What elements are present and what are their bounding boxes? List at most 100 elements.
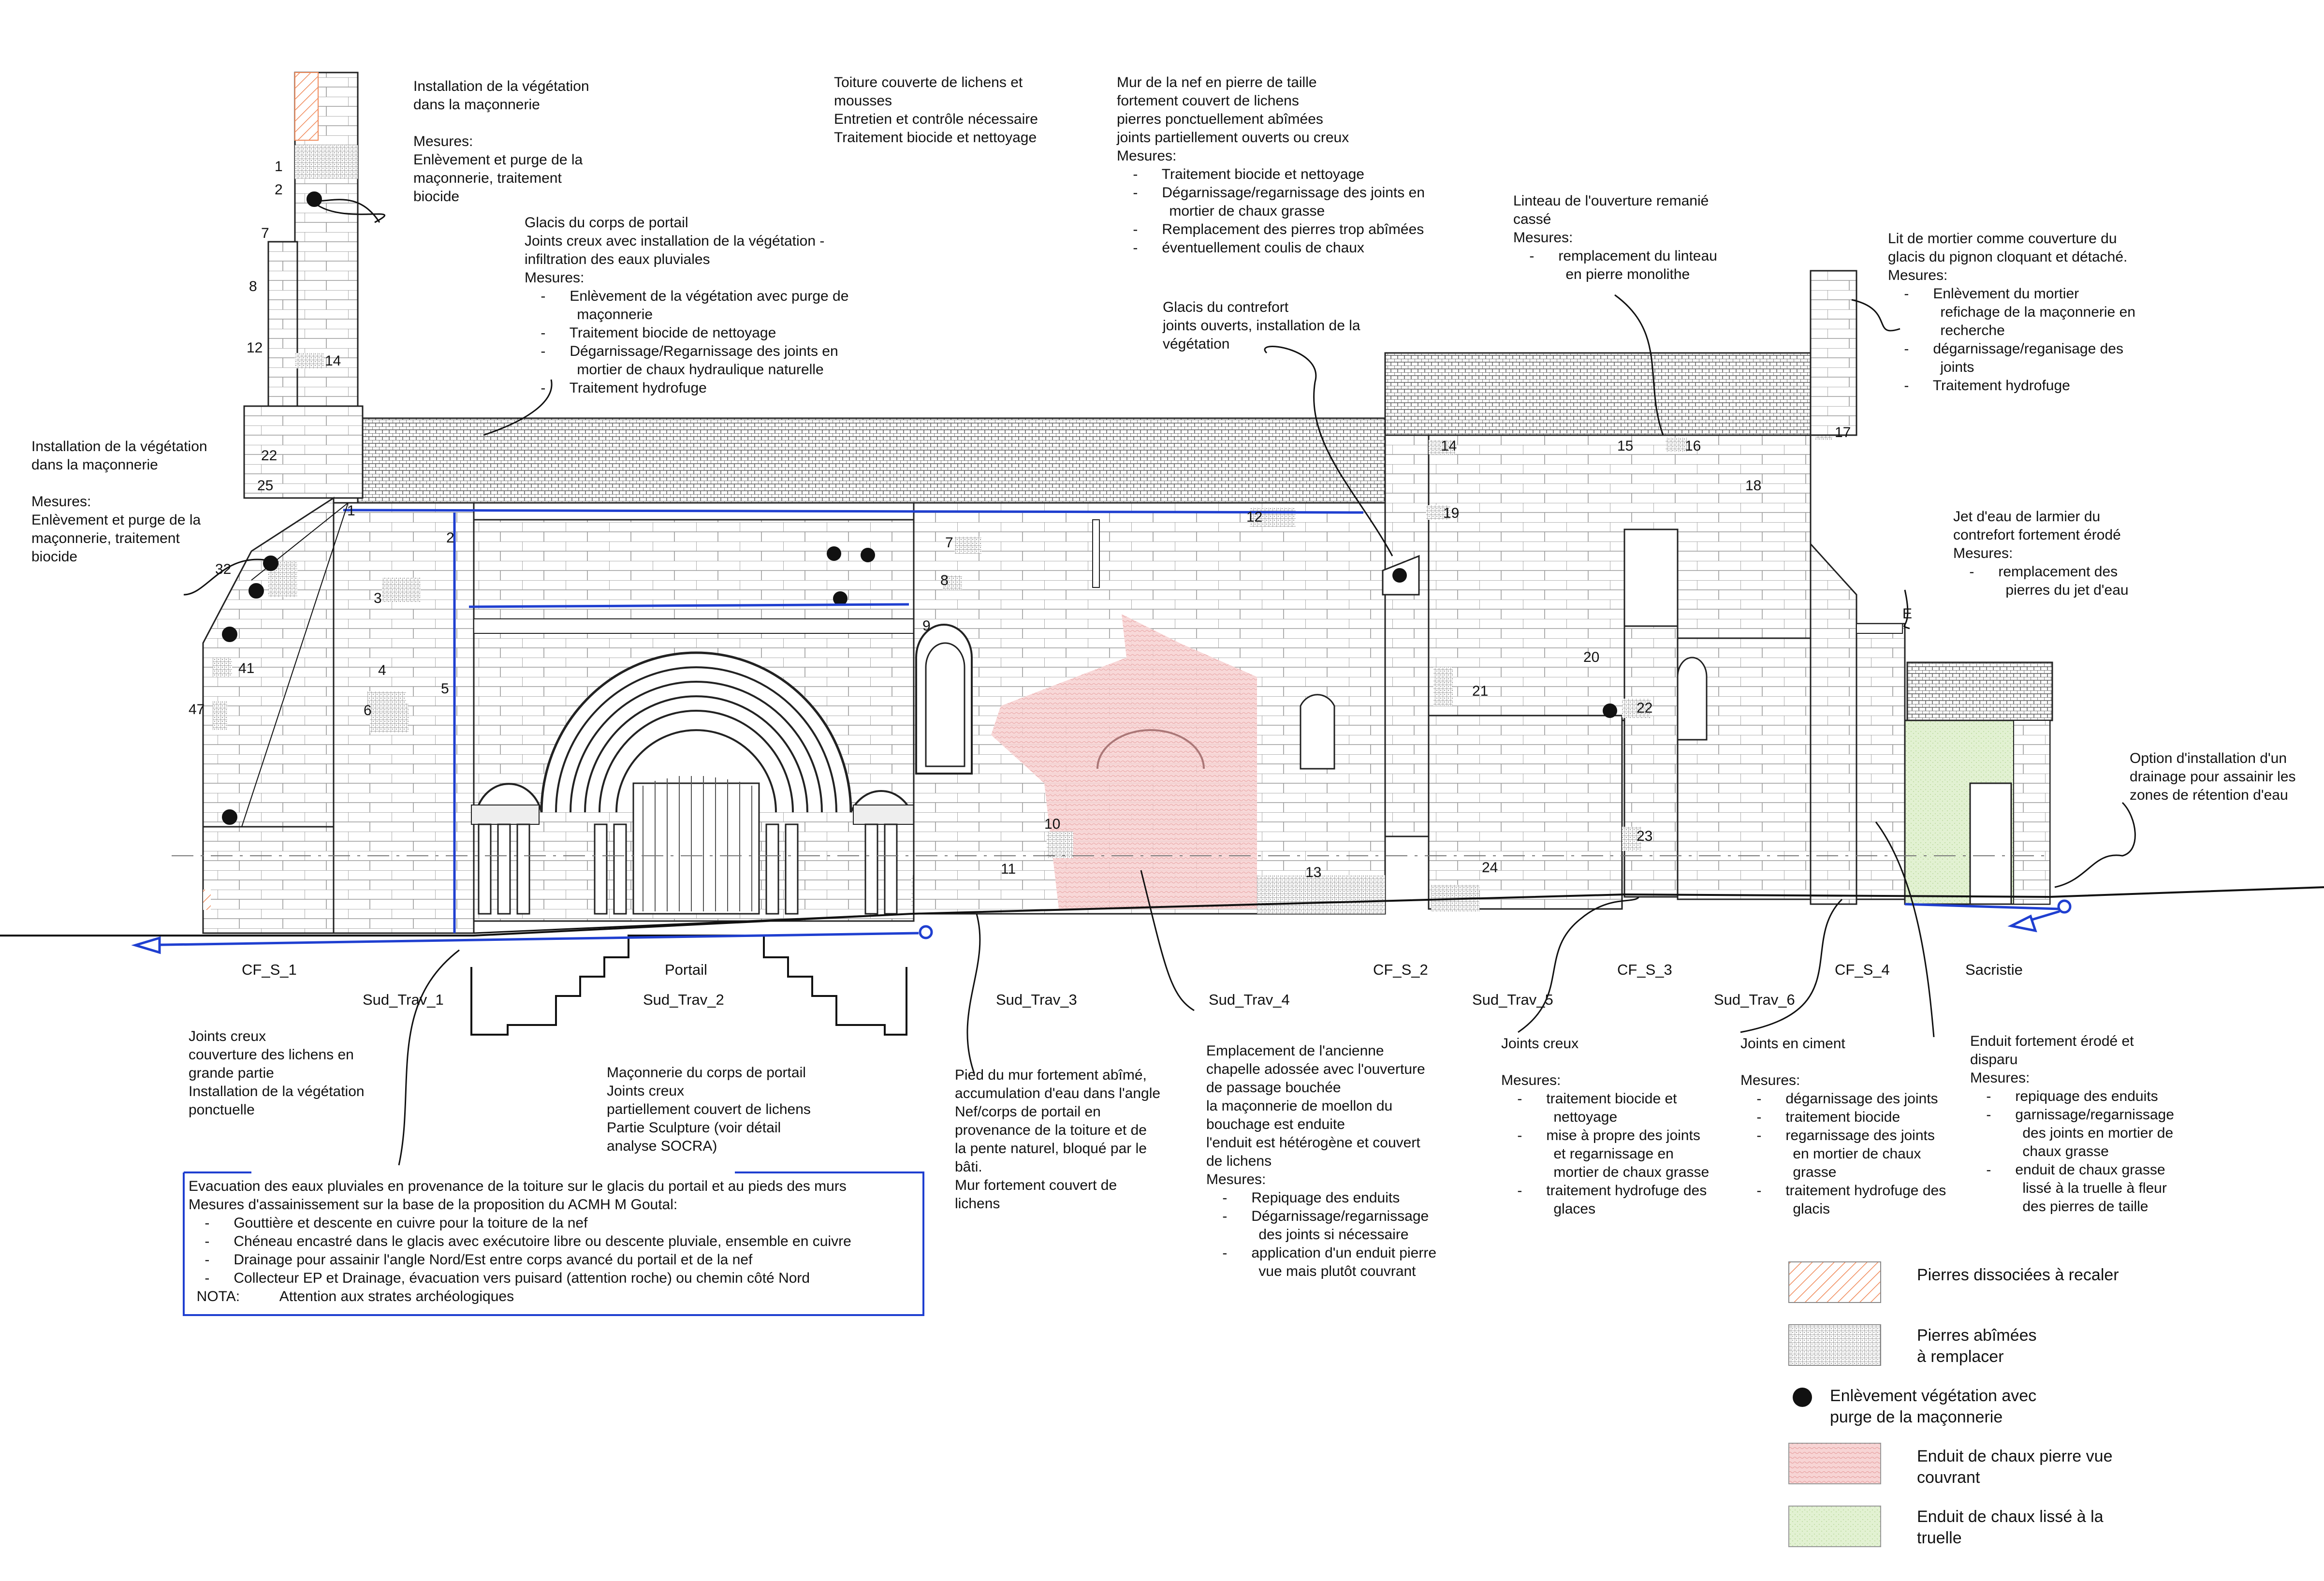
note-line [413, 114, 589, 132]
note-line: joints partiellement ouverts ou creux [1117, 130, 1349, 146]
note-line: dans la maçonnerie [413, 97, 540, 113]
note-line: - garnissage/regarnissage [1970, 1107, 2174, 1123]
note-line: - regarnissage des joints [1740, 1127, 1935, 1143]
portal-plan [470, 935, 907, 1036]
note-line: Mesures: [525, 270, 585, 286]
note-line: - éventuellement coulis de chaux [1117, 240, 1364, 256]
note-line: - Traitement hydrofuge [1888, 378, 2070, 394]
bay-sud-trav-6: Sud_Trav_6 [1714, 991, 1795, 1008]
note-line: Mesures: [1513, 230, 1573, 246]
marker: 7 [261, 225, 269, 241]
note-line: Enlèvement et purge de la [413, 152, 583, 168]
sacristie [1904, 719, 2051, 905]
legend-dissociated-stones: Pierres dissociées à recaler [1917, 1266, 2119, 1284]
note-line: zones de rétention d'eau [2130, 787, 2288, 803]
note-line: contrefort fortement érodé [1953, 527, 2121, 543]
note-line: ponctuelle [189, 1102, 255, 1118]
note-line: bouchage est enduite [1206, 1116, 1345, 1132]
note-line: et regarnissage en [1501, 1146, 1674, 1162]
marker: 41 [238, 660, 255, 676]
note-line: Joints creux avec installation de la vég… [525, 233, 825, 249]
note-line: cassé [1513, 211, 1551, 227]
note-wall-foot: Pied du mur fortement abîmé,accumulation… [955, 1066, 1160, 1213]
note-cement-joints: Joints en ciment Mesures: - dégarnissage… [1740, 1035, 1946, 1218]
note-line: la pente naturel, bloqué par le [955, 1141, 1147, 1156]
note-line [31, 474, 207, 493]
note-line: - Gouttière et descente en cuivre pour l… [189, 1215, 588, 1231]
note-line: - Enlèvement de la végétation avec purge… [525, 288, 849, 304]
note-line: - Enlèvement du mortier [1888, 286, 2079, 302]
note-line: Mesures: [1501, 1072, 1561, 1088]
marker: 24 [1482, 860, 1498, 876]
leader-lines [183, 199, 2136, 1166]
note-line: - Traitement biocide et nettoyage [1117, 166, 1364, 182]
note-line: - application d'un enduit pierre [1206, 1245, 1437, 1261]
legend-lime-render-trowel: Enduit de chaux lissé à la truelle [1917, 1508, 2104, 1547]
note-line: mortier de chaux grasse [1117, 203, 1325, 219]
note-line: végétation [1163, 336, 1230, 352]
marker: 1 [347, 503, 355, 519]
note-line: en mortier de chaux [1740, 1146, 1921, 1162]
note-line: - dégarnissage des joints [1740, 1091, 1938, 1107]
note-line [1740, 1053, 1946, 1071]
marker: 5 [441, 681, 449, 697]
bay-portail: Portail [665, 961, 707, 978]
note-line: - enduit de chaux grasse [1970, 1162, 2165, 1178]
note-line: Mesures: [1117, 148, 1177, 164]
note-line: biocide [413, 189, 460, 205]
note-line: chapelle adossée avec l'ouverture [1206, 1061, 1425, 1077]
marker: 17 [1835, 425, 1851, 440]
marker: 1 [275, 159, 283, 175]
marker: 2 [275, 182, 283, 198]
note-line: Enduit fortement érodé et [1970, 1033, 2134, 1049]
marker: 2 [446, 530, 454, 546]
note-line: pierres ponctuellement abîmées [1117, 111, 1323, 127]
portal-body [471, 519, 1061, 922]
note-line: Mur de la nef en pierre de taille [1117, 74, 1317, 90]
bay-cf-s-1: CF_S_1 [242, 961, 297, 978]
note-line: Mur fortement couvert de [955, 1177, 1117, 1193]
nave-wall-middle [913, 502, 1386, 915]
marker: 23 [1637, 828, 1653, 844]
note-line: Installation de la végétation [189, 1083, 365, 1099]
marker: 16 [1685, 438, 1701, 454]
note-line: analyse SOCRA) [607, 1138, 717, 1154]
note-line: - Repiquage des enduits [1206, 1190, 1400, 1206]
marker: 4 [378, 662, 386, 678]
note-line: mousses [834, 93, 892, 109]
marker: 3 [374, 590, 382, 606]
note-line: maçonnerie, traitement [413, 170, 562, 186]
marker: 20 [1583, 649, 1600, 665]
bay-sacristie: Sacristie [1965, 961, 2023, 978]
note-line: - Collecteur EP et Drainage, évacuation … [189, 1270, 810, 1286]
legend-damaged-stones: Pierres abîmées à remplacer [1917, 1326, 2037, 1366]
note-line: - Chéneau encastré dans le glacis avec e… [189, 1233, 851, 1249]
note-line: Toiture couverte de lichens et [834, 74, 1023, 90]
note-line: glacis [1740, 1201, 1830, 1217]
note-line: recherche [1888, 322, 2005, 338]
note-line: - Traitement biocide de nettoyage [525, 325, 776, 341]
marker: 13 [1305, 864, 1322, 880]
note-line: - traitement hydrofuge des [1501, 1183, 1707, 1199]
bay-cf-s-4: CF_S_4 [1835, 961, 1890, 978]
note-line: - Dégarnissage/Regarnissage des joints e… [525, 343, 838, 359]
note-line: pierres du jet d'eau [1953, 582, 2129, 598]
ground-lines [0, 855, 2324, 937]
drainage-box-frame [183, 1171, 924, 1316]
note-line: lichens [955, 1196, 1000, 1212]
note-line: - mise à propre des joints [1501, 1127, 1700, 1143]
buttress-cf-s-1 [202, 497, 335, 934]
note-line: chaux grasse [1970, 1143, 2109, 1159]
note-line: - Dégarnissage/regarnissage des joints e… [1117, 185, 1425, 201]
marker: 12 [247, 340, 263, 356]
note-line: mortier de chaux hydraulique naturelle [525, 362, 824, 378]
